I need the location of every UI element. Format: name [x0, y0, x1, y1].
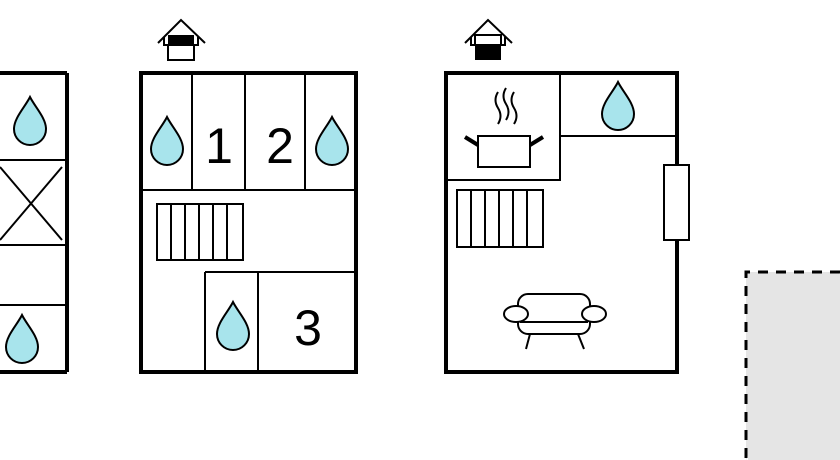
outdoor-area: [744, 270, 840, 460]
water-drop-icon: [13, 96, 47, 146]
bedroom-1-label: 1: [205, 118, 233, 174]
stairs-icon: [156, 203, 244, 261]
stairs-icon: [456, 189, 544, 248]
cooking-pot-icon: [463, 87, 545, 168]
water-drop-icon: [315, 116, 349, 166]
water-drop-icon: [601, 81, 635, 131]
house-floor-icon: [464, 18, 513, 60]
house-floor-icon: [157, 18, 206, 61]
floor-upper: 1 2 3: [139, 18, 358, 374]
bedroom-3-label: 3: [294, 300, 322, 356]
storage-cross: [0, 166, 63, 241]
floor-left-partial: [0, 71, 69, 374]
window-icon: [663, 164, 690, 241]
sofa-icon: [503, 293, 607, 350]
water-drop-icon: [216, 301, 250, 351]
floor-ground: [444, 18, 690, 374]
bedroom-2-label: 2: [266, 118, 294, 174]
water-drop-icon: [150, 116, 184, 166]
water-drop-icon: [5, 314, 39, 364]
